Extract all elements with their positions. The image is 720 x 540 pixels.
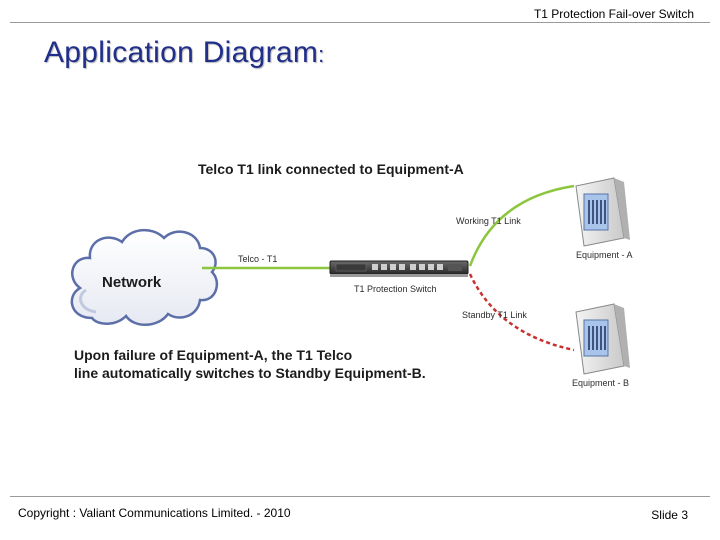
standby-t1-link bbox=[468, 273, 575, 352]
equipment-a-icon bbox=[575, 177, 630, 247]
failure-caption-line2: line automatically switches to Standby E… bbox=[74, 365, 426, 381]
header-title: T1 Protection Fail-over Switch bbox=[533, 7, 694, 21]
switch-label: T1 Protection Switch bbox=[354, 284, 437, 294]
equipment-b-label: Equipment - B bbox=[572, 378, 629, 388]
slide-title-suffix: : bbox=[318, 42, 325, 67]
failure-caption-line1: Upon failure of Equipment-A, the T1 Telc… bbox=[74, 347, 352, 363]
standby-link-label: Standby T1 Link bbox=[462, 310, 527, 320]
header-divider bbox=[10, 22, 710, 23]
equipment-b-icon bbox=[575, 303, 630, 375]
working-t1-link bbox=[468, 184, 575, 267]
network-cloud-icon bbox=[70, 229, 219, 326]
footer-copyright: Copyright : Valiant Communications Limit… bbox=[18, 506, 291, 520]
telco-link-label: Telco - T1 bbox=[238, 254, 277, 264]
slide-title: Application Diagram: bbox=[44, 36, 325, 70]
slide-title-text: Application Diagram bbox=[44, 36, 319, 69]
working-link-label: Working T1 Link bbox=[456, 216, 521, 226]
protection-switch-icon bbox=[329, 260, 469, 277]
top-caption: Telco T1 link connected to Equipment-A bbox=[198, 161, 464, 177]
slide-number: Slide 3 bbox=[651, 508, 688, 522]
equipment-a-label: Equipment - A bbox=[576, 250, 633, 260]
footer-divider bbox=[10, 496, 710, 497]
network-label: Network bbox=[102, 274, 162, 291]
